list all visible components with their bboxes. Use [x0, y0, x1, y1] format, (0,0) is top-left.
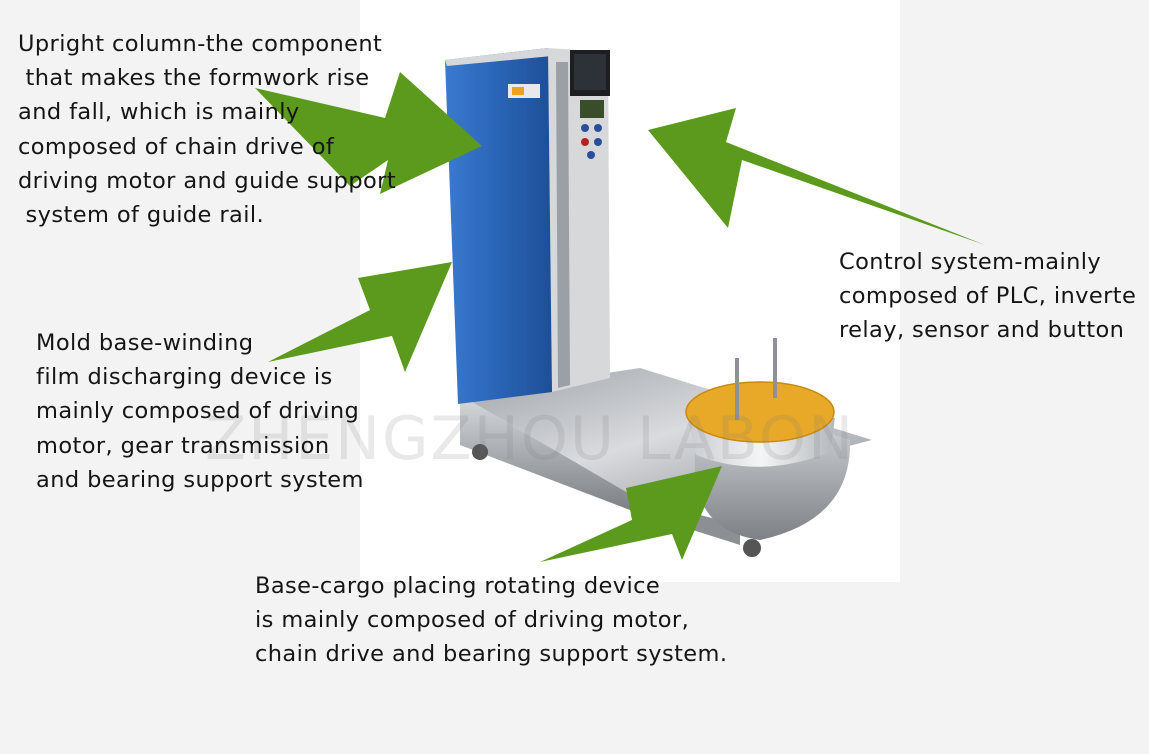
upright-column [445, 48, 552, 404]
turntable-top [686, 382, 834, 442]
turntable [685, 338, 851, 540]
arrow-base [540, 466, 722, 562]
base-rotating-device-label: Base-cargo placing rotating device is ma… [255, 573, 728, 668]
control-system-label: Control system-mainly composed of PLC, i… [839, 249, 1137, 344]
control-column [548, 48, 610, 392]
mold-base-label: Mold base-winding film discharging devic… [36, 330, 364, 493]
upright-column-label: Upright column-the component that makes … [18, 31, 397, 229]
arrow-upright [255, 72, 482, 194]
arrow-mold [268, 262, 452, 372]
watermark: ZHENGZHOU LABON [205, 404, 856, 474]
arrow-control [648, 108, 985, 245]
